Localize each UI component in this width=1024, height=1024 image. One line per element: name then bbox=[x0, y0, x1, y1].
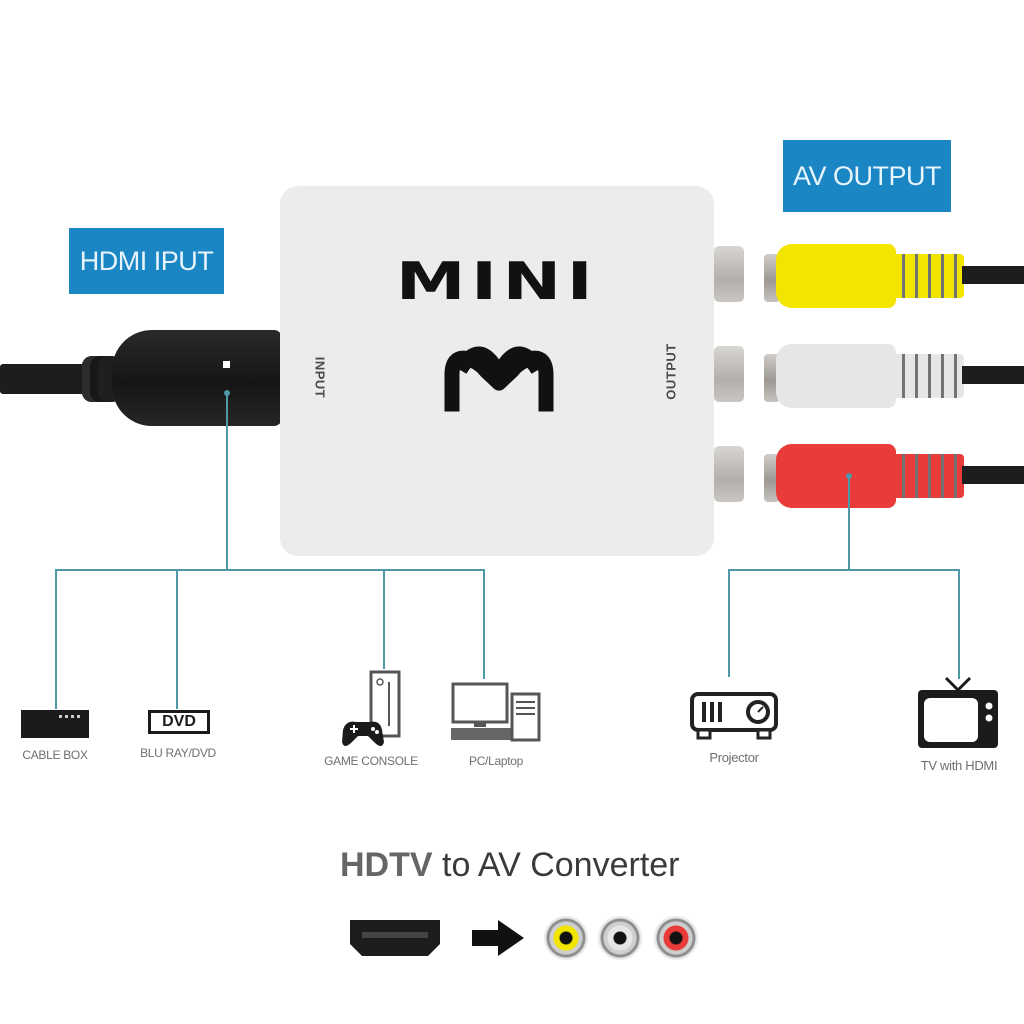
rca-port-1 bbox=[714, 246, 744, 302]
rca-cable bbox=[962, 366, 1024, 384]
footer-title-highlight: HDTV bbox=[340, 846, 433, 884]
av-output-label: AV OUTPUT bbox=[783, 140, 951, 212]
projector-device: Projector bbox=[680, 690, 788, 765]
rca-jack-red-icon bbox=[654, 916, 698, 960]
connector-dvd bbox=[176, 569, 178, 709]
input-side-label: INPUT bbox=[312, 356, 328, 399]
dvd-label: BLU RAY/DVD bbox=[140, 746, 216, 760]
hdmi-input-label-text: HDMI IPUT bbox=[79, 245, 214, 276]
arrow-right-icon bbox=[472, 920, 524, 956]
device-logo-icon bbox=[444, 346, 554, 412]
cable-box-icon bbox=[21, 710, 89, 738]
rca-plug-body bbox=[776, 344, 896, 408]
footer-title: HDTV to AV Converter bbox=[340, 846, 680, 885]
connector-cable-box bbox=[55, 569, 57, 709]
converter-device: MINI INPUT OUTPUT bbox=[280, 186, 714, 556]
tv-icon bbox=[918, 676, 998, 748]
game-console-device: GAME CONSOLE bbox=[316, 670, 426, 768]
av-output-label-text: AV OUTPUT bbox=[792, 160, 942, 191]
rca-plug-grip bbox=[892, 354, 964, 398]
cable-box-device: CABLE BOX bbox=[10, 710, 100, 762]
projector-label: Projector bbox=[709, 750, 759, 765]
output-side-label: OUTPUT bbox=[663, 343, 679, 400]
connector-tv bbox=[958, 569, 960, 679]
connector-projector bbox=[728, 569, 730, 677]
rca-jack-white-icon bbox=[598, 916, 642, 960]
output-connector-bus bbox=[728, 569, 960, 571]
rca-port-3 bbox=[714, 446, 744, 502]
pc-device: PC/Laptop bbox=[446, 680, 546, 768]
dvd-icon: DVD bbox=[148, 710, 210, 734]
input-connector-bus bbox=[55, 569, 485, 571]
hdmi-port-icon bbox=[350, 920, 440, 956]
hdmi-plug-indicator bbox=[223, 361, 230, 368]
projector-icon bbox=[690, 692, 778, 740]
device-brand-text: MINI bbox=[395, 252, 599, 312]
hdmi-cable bbox=[0, 364, 90, 394]
rca-cable bbox=[962, 466, 1024, 484]
tv-device: TV with HDMI bbox=[904, 676, 1014, 773]
hdmi-connector-dot bbox=[224, 390, 230, 396]
rca-plug-body bbox=[776, 244, 896, 308]
connector-pc bbox=[483, 569, 485, 679]
rca-plug-red bbox=[764, 444, 1024, 508]
hdmi-plug bbox=[112, 330, 282, 426]
hdmi-connector-trunk bbox=[226, 394, 228, 570]
pc-icon bbox=[451, 682, 541, 742]
rca-plug-grip bbox=[892, 254, 964, 298]
rca-port-2 bbox=[714, 346, 744, 402]
rca-plug-body bbox=[776, 444, 896, 508]
pc-label: PC/Laptop bbox=[468, 754, 523, 768]
connector-game-console bbox=[383, 569, 385, 669]
rca-plug-white bbox=[764, 344, 1024, 408]
game-console-label: GAME CONSOLE bbox=[324, 754, 418, 768]
footer-title-rest: to AV Converter bbox=[432, 846, 680, 884]
rca-jack-yellow-icon bbox=[544, 916, 588, 960]
rca-plug-yellow bbox=[764, 244, 1024, 308]
rca-cable bbox=[962, 266, 1024, 284]
game-console-icon bbox=[342, 670, 401, 746]
dvd-device: DVD BLU RAY/DVD bbox=[128, 710, 228, 760]
tv-label: TV with HDMI bbox=[920, 758, 998, 773]
hdmi-input-label: HDMI IPUT bbox=[69, 228, 224, 294]
av-connector-trunk bbox=[848, 476, 850, 570]
cable-box-label: CABLE BOX bbox=[22, 748, 88, 762]
rca-plug-grip bbox=[892, 454, 964, 498]
